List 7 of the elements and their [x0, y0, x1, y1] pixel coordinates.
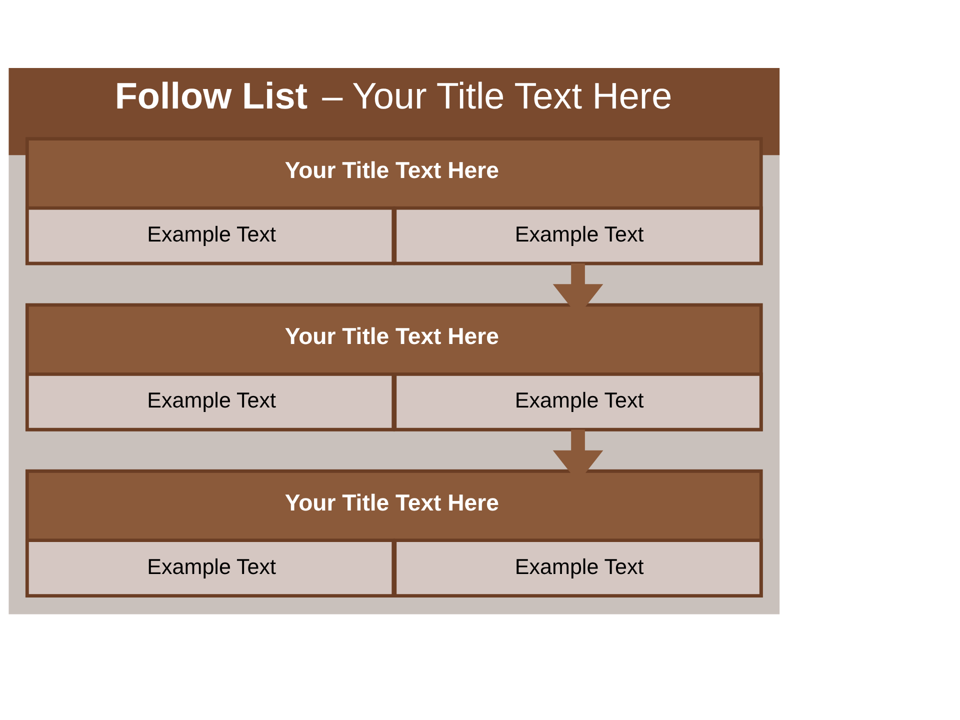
node-box: Example Text [393, 206, 763, 265]
diagram-title: Follow List – Your Title Text Here [114, 74, 672, 116]
node-box: Example Text [25, 372, 396, 431]
node-box: Example Text [393, 538, 763, 597]
node-box: Example Text [25, 206, 396, 265]
node-box: Example Text [393, 372, 763, 431]
node-box: Example Text [25, 538, 396, 597]
